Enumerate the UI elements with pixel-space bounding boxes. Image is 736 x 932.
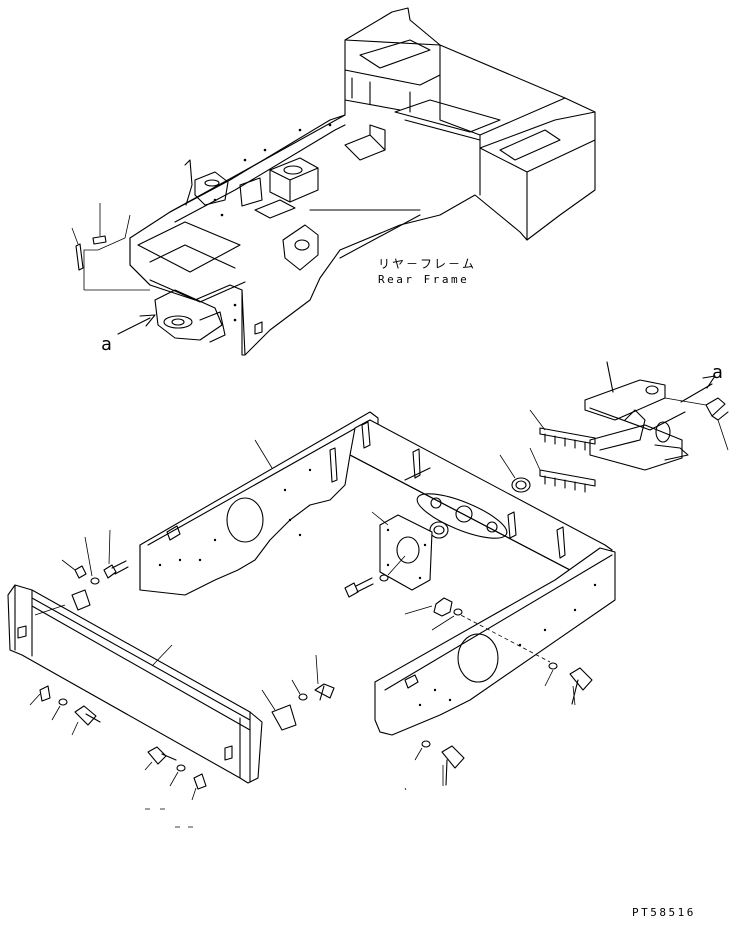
lower-frame-assembly (7, 411, 616, 784)
part-name-english: Rear Frame (378, 273, 470, 286)
part-name-japanese: リヤ－フレ－ム (378, 257, 477, 271)
fasteners (29, 439, 593, 801)
reference-arrow-label-right: a (712, 362, 723, 383)
reference-arrow-label-left: a (101, 334, 112, 355)
drawing-code: PT58516 (632, 906, 696, 919)
rear-frame-assembly (71, 7, 596, 356)
hitch-bracket (584, 361, 729, 471)
shim-set (529, 409, 596, 493)
